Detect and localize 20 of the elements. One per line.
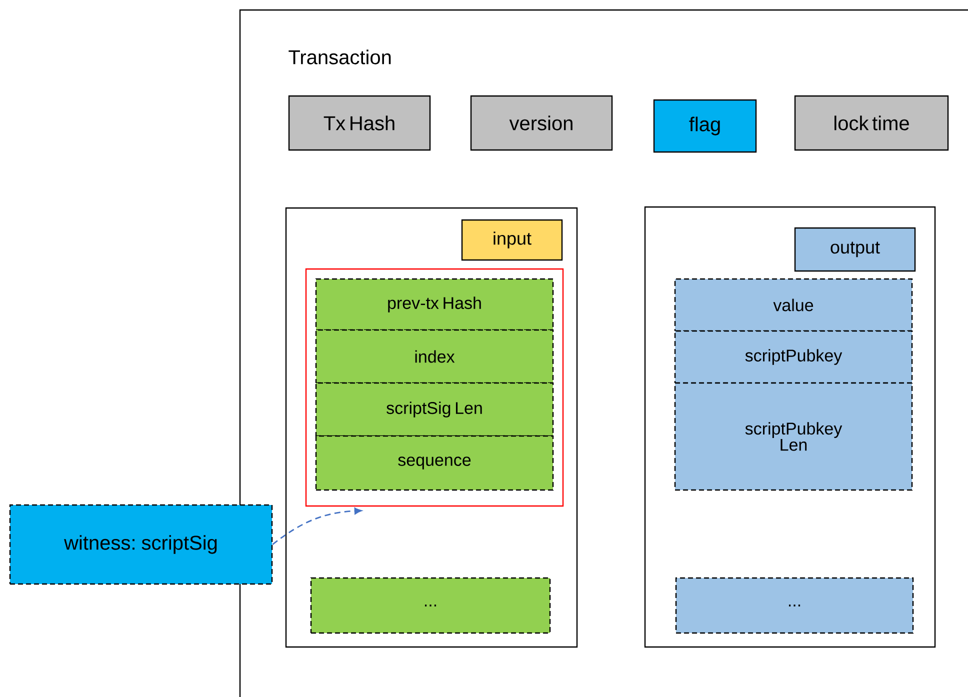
arrow [272, 508, 362, 546]
field-box: ... [675, 577, 914, 634]
field-box: lock time [794, 95, 949, 151]
field-box: value [674, 278, 913, 332]
frame-title: Transaction [288, 50, 391, 64]
field-box: index [315, 329, 554, 384]
field-box: Tx Hash [288, 95, 431, 151]
panel-box [285, 207, 578, 648]
panel-box [644, 206, 936, 648]
field-box: witness: scriptSig [9, 504, 273, 585]
field-box: version [470, 95, 613, 151]
field-box: sequence [315, 435, 554, 491]
field-box: scriptPubkey [674, 330, 913, 384]
tag-box: output [794, 227, 916, 272]
highlight-frame [305, 268, 564, 507]
tag-box: input [461, 219, 563, 261]
field-box: ... [310, 577, 551, 634]
field-box: prev-tx Hash [315, 278, 554, 331]
field-box: flag [653, 99, 757, 153]
field-box: scriptSig Len [315, 382, 554, 437]
